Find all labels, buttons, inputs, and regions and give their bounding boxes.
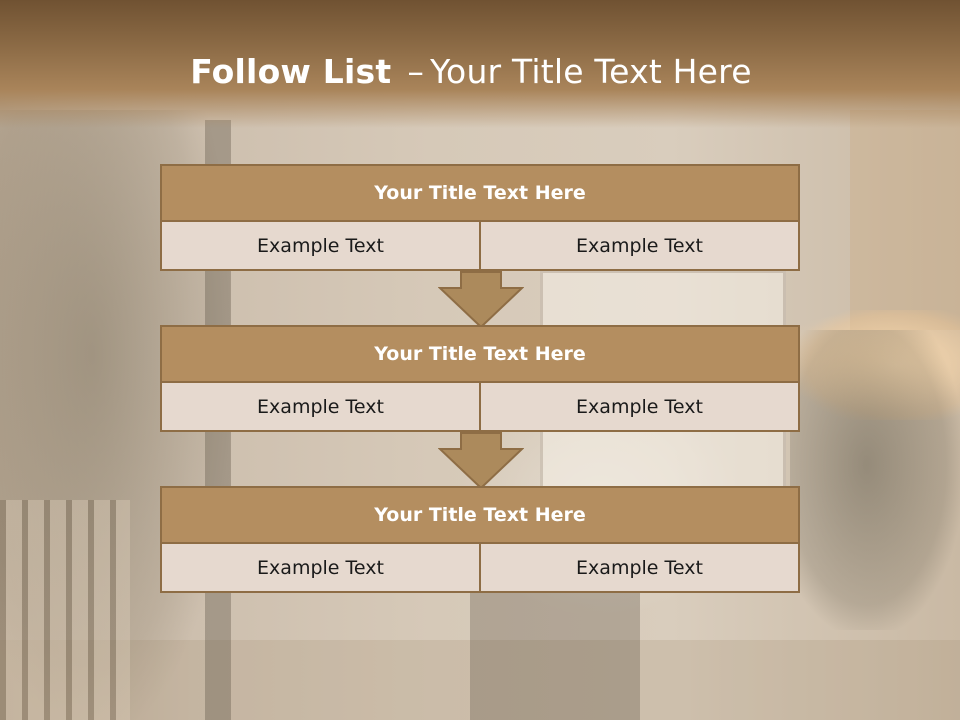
flow-block-cell-right: Example Text: [481, 544, 800, 593]
flow-block-cell-right: Example Text: [481, 383, 800, 432]
flow-block-title: Your Title Text Here: [160, 164, 800, 222]
background-plant-right: [790, 330, 960, 630]
background-stair-rail: [0, 500, 130, 720]
slide-title-dash: –: [407, 52, 425, 91]
flow-block-3: Your Title Text Here Example Text Exampl…: [160, 486, 800, 593]
background-wall: [850, 110, 960, 330]
flow-block-cell-left: Example Text: [160, 544, 481, 593]
flow-block-cell-right: Example Text: [481, 222, 800, 271]
down-arrow-icon: [438, 271, 524, 329]
flow-block-title: Your Title Text Here: [160, 325, 800, 383]
flow-block-2: Your Title Text Here Example Text Exampl…: [160, 325, 800, 432]
slide-title-bold: Follow List: [190, 52, 392, 91]
flow-block-cell-left: Example Text: [160, 383, 481, 432]
flow-block-row: Example Text Example Text: [160, 544, 800, 593]
background-table: [470, 580, 640, 720]
flow-block-1: Your Title Text Here Example Text Exampl…: [160, 164, 800, 271]
slide-title: Follow List–Your Title Text Here: [0, 52, 942, 91]
slide-title-rest: Your Title Text Here: [430, 52, 752, 91]
down-arrow-icon: [438, 432, 524, 490]
flow-block-title: Your Title Text Here: [160, 486, 800, 544]
background-lamp: [800, 310, 960, 420]
flow-block-cell-left: Example Text: [160, 222, 481, 271]
background-floor: [0, 640, 960, 720]
header-band: [0, 0, 960, 128]
flow-block-row: Example Text Example Text: [160, 222, 800, 271]
flow-block-row: Example Text Example Text: [160, 383, 800, 432]
